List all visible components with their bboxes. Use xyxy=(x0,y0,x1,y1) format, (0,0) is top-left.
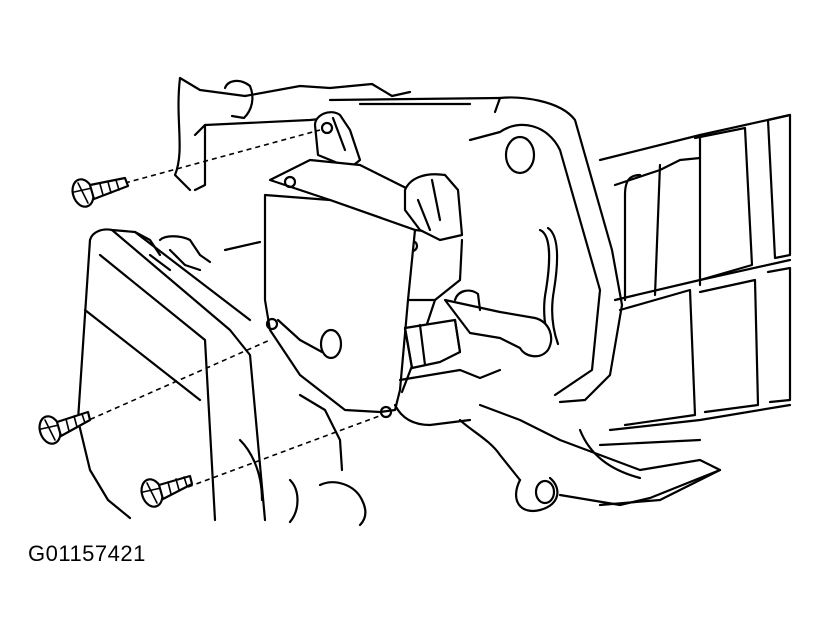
mounting-screw xyxy=(71,176,130,208)
figure-caption-code: G01157421 xyxy=(28,541,146,566)
mounting-screw xyxy=(38,410,92,445)
actuator-motor xyxy=(263,111,553,427)
leader-lines xyxy=(81,129,383,488)
mounting-screw xyxy=(140,474,194,508)
heater-case xyxy=(76,76,792,527)
